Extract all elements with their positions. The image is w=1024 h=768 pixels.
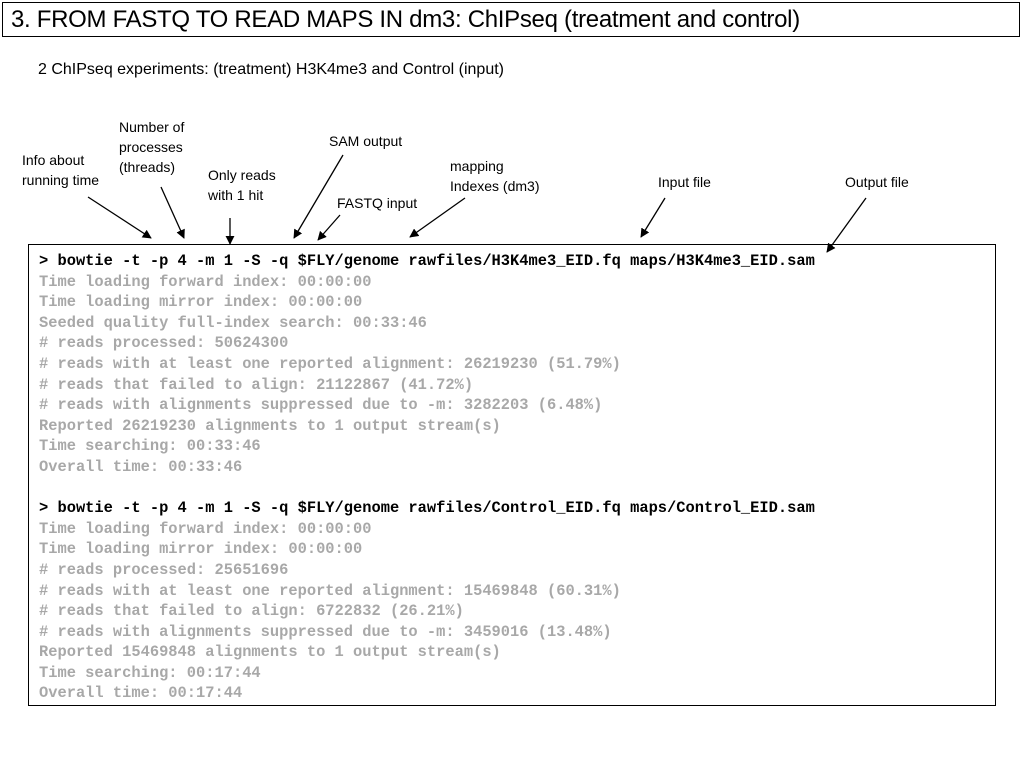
output-line: # reads that failed to align: 6722832 (2…	[39, 602, 464, 621]
annotation-mapping-indexes: mapping Indexes (dm3)	[450, 158, 540, 194]
output-line: Overall time: 00:17:44	[39, 684, 243, 703]
slide-subtitle: 2 ChIPseq experiments: (treatment) H3K4m…	[38, 61, 504, 78]
annotation-one-hit: Only reads with 1 hit	[208, 167, 276, 203]
bowtie-command-control: > bowtie -t -p 4 -m 1 -S -q $FLY/genome …	[39, 499, 815, 518]
annotation-running-time: Info about running time	[22, 152, 100, 188]
annotation-input-file: Input file	[658, 174, 711, 190]
output-line: Time searching: 00:33:46	[39, 437, 261, 456]
output-line: Time loading forward index: 00:00:00	[39, 272, 372, 291]
slide-title: 3. FROM FASTQ TO READ MAPS IN dm3: ChIPs…	[2, 2, 1020, 37]
annotation-output-file: Output file	[845, 174, 909, 190]
output-line: Reported 26219230 alignments to 1 output…	[39, 416, 501, 435]
output-line: # reads with at least one reported align…	[39, 581, 621, 600]
output-line: # reads processed: 50624300	[39, 334, 289, 353]
annotation-threads: Number of processes (threads)	[119, 119, 185, 175]
bowtie-command-h3k4me3: > bowtie -t -p 4 -m 1 -S -q $FLY/genome …	[39, 252, 815, 270]
output-line: Time loading mirror index: 00:00:00	[39, 293, 363, 312]
output-line: Time loading mirror index: 00:00:00	[39, 540, 363, 559]
output-line: Overall time: 00:33:46	[39, 457, 243, 476]
output-line: # reads processed: 25651696	[39, 560, 289, 579]
output-line: Reported 15469848 alignments to 1 output…	[39, 643, 501, 662]
output-line: # reads that failed to align: 21122867 (…	[39, 375, 474, 394]
output-line: Seeded quality full-index search: 00:33:…	[39, 313, 427, 332]
arrow-sam-output	[293, 154, 344, 239]
terminal-output: > bowtie -t -p 4 -m 1 -S -q $FLY/genome …	[28, 244, 996, 706]
output-line: # reads with alignments suppressed due t…	[39, 396, 603, 415]
output-line: # reads with at least one reported align…	[39, 354, 621, 373]
output-line: Time searching: 00:17:44	[39, 663, 261, 682]
output-line: # reads with alignments suppressed due t…	[39, 622, 612, 641]
arrow-mapping-indexes	[409, 197, 466, 238]
arrow-input-file	[640, 197, 666, 238]
blank-line	[39, 478, 995, 499]
arrow-threads	[160, 186, 185, 239]
annotation-fastq-input: FASTQ input	[337, 195, 418, 211]
annotation-sam-output: SAM output	[329, 133, 403, 149]
output-line: Time loading forward index: 00:00:00	[39, 519, 372, 538]
arrow-running-time	[87, 196, 152, 239]
arrow-fastq-input	[317, 214, 341, 241]
